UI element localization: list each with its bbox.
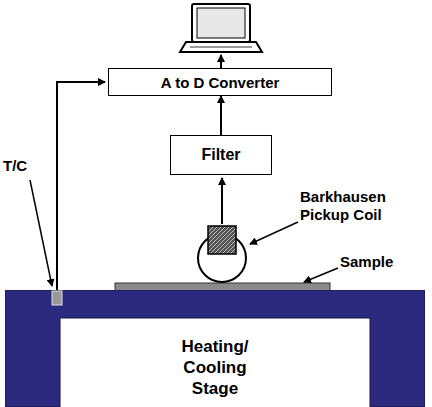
signal-arrow (221, 178, 223, 224)
leader-line (304, 268, 338, 282)
leader-line (30, 180, 52, 286)
converter-box: A to D Converter (108, 68, 332, 96)
stage-block: Heating/ Cooling Stage (5, 290, 425, 407)
laptop-icon (180, 4, 262, 52)
leader-line (250, 222, 298, 244)
thermocouple-wire (57, 82, 105, 292)
signal-arrow (220, 55, 222, 68)
node-text: Heating/ Cooling Stage (165, 336, 265, 399)
signal-arrow (220, 96, 222, 135)
part-label: Sample (340, 253, 393, 271)
part-label: Barkhausen Pickup Coil (300, 188, 428, 224)
node-text: Filter (201, 146, 240, 164)
pickup-coil (198, 226, 246, 282)
node-text: A to D Converter (161, 74, 280, 91)
part-label: T/C (3, 157, 27, 175)
filter-box: Filter (170, 135, 272, 175)
